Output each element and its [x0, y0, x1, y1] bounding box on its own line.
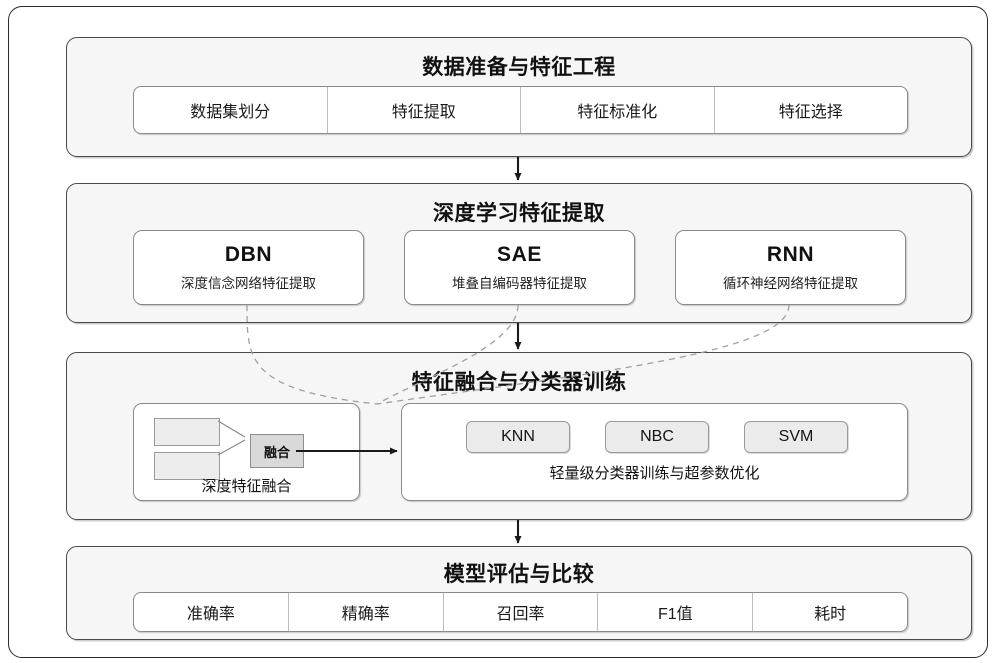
feature-block-lower: [154, 452, 220, 480]
panel-deep-feature-fusion[interactable]: 融合 深度特征融合: [133, 403, 360, 501]
panel-caption-classifier-training: 轻量级分类器训练与超参数优化: [549, 465, 760, 482]
model-name-dbn: DBN: [224, 243, 273, 266]
model-card-rnn[interactable]: RNN 循环神经网络特征提取: [675, 230, 906, 305]
chip-svm[interactable]: SVM: [744, 421, 848, 453]
cell-accuracy[interactable]: 准确率: [134, 593, 289, 631]
panel-caption-deep-feature-fusion: 深度特征融合: [201, 478, 292, 495]
model-card-sae[interactable]: SAE 堆叠自编码器特征提取: [404, 230, 635, 305]
stage-deep-feature-extraction: 深度学习特征提取 DBN 深度信念网络特征提取 SAE 堆叠自编码器特征提取 R…: [66, 183, 972, 323]
feature-block-upper: [154, 418, 220, 446]
stage-data-preparation: 数据准备与特征工程 数据集划分 特征提取 特征标准化 特征选择: [66, 37, 972, 157]
stage-title-deep-feature-extraction: 深度学习特征提取: [433, 202, 605, 225]
model-desc-rnn: 循环神经网络特征提取: [723, 276, 858, 291]
cell-recall[interactable]: 召回率: [444, 593, 599, 631]
stage-fusion-classifier: 特征融合与分类器训练 融合 深度特征融合 KNN NBC SVM 轻量级分类器训…: [66, 352, 972, 520]
model-name-rnn: RNN: [766, 243, 815, 266]
cell-strip-data-preparation: 数据集划分 特征提取 特征标准化 特征选择: [133, 86, 908, 134]
stage-title-model-evaluation: 模型评估与比较: [443, 563, 595, 586]
model-card-dbn[interactable]: DBN 深度信念网络特征提取: [133, 230, 364, 305]
stage-model-evaluation: 模型评估与比较 准确率 精确率 召回率 F1值 耗时: [66, 546, 972, 640]
cell-f1-score[interactable]: F1值: [598, 593, 754, 631]
cell-feature-extraction[interactable]: 特征提取: [328, 87, 521, 133]
stage-title-data-preparation: 数据准备与特征工程: [422, 56, 616, 79]
cell-feature-standardization[interactable]: 特征标准化: [521, 87, 715, 133]
panel-classifier-training[interactable]: KNN NBC SVM 轻量级分类器训练与超参数优化: [401, 403, 908, 501]
fusion-block: 融合: [250, 434, 304, 468]
cell-feature-selection[interactable]: 特征选择: [778, 104, 843, 121]
chip-nbc[interactable]: NBC: [605, 421, 709, 453]
stage-title-fusion-classifier: 特征融合与分类器训练: [411, 371, 627, 394]
cell-strip-model-evaluation: 准确率 精确率 召回率 F1值 耗时: [133, 592, 908, 632]
model-desc-dbn: 深度信念网络特征提取: [181, 276, 316, 291]
model-desc-sae: 堆叠自编码器特征提取: [452, 276, 587, 291]
cell-dataset-split[interactable]: 数据集划分: [134, 87, 328, 133]
model-name-sae: SAE: [497, 243, 542, 266]
cell-precision[interactable]: 精确率: [289, 593, 444, 631]
cell-time-cost[interactable]: 耗时: [814, 606, 847, 623]
chip-knn[interactable]: KNN: [466, 421, 570, 453]
